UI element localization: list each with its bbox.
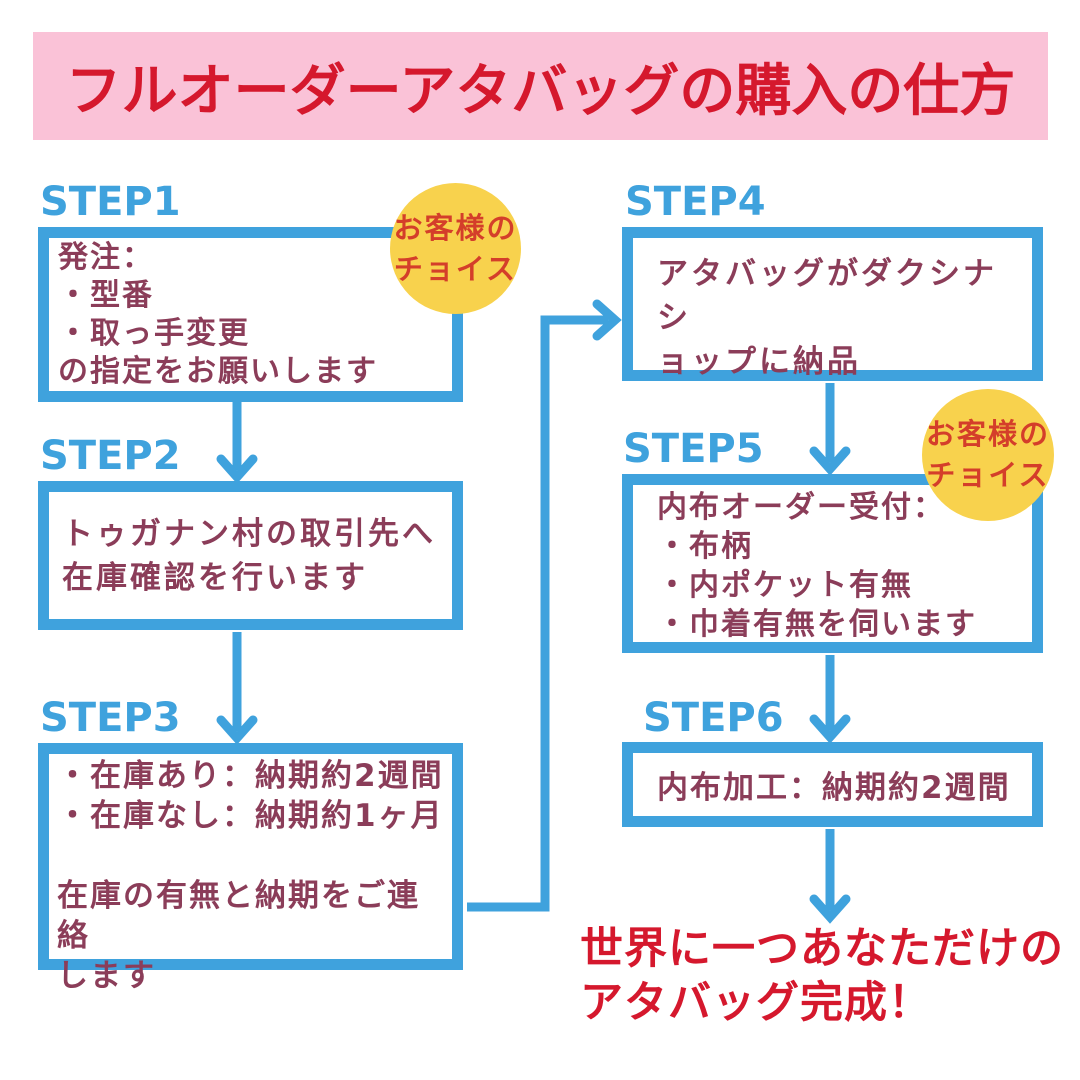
arrowhead-step2-step3 (216, 715, 258, 745)
step4-box: アタバッグがダクシナシ ョップに納品 (622, 227, 1043, 381)
page-title: フルオーダーアタバッグの購入の仕方 (65, 58, 1016, 124)
completion-line: アタバッグ完成！ (580, 978, 932, 1028)
arrow-step3-step4 (467, 315, 608, 912)
completion-line: 世界に一つあなただけの (580, 924, 1064, 974)
step3-text-line: 在庫の有無と納期をご連絡 (57, 878, 420, 954)
title-banner: フルオーダーアタバッグの購入の仕方 (33, 32, 1048, 140)
customer-choice-badge-step5: お客様の チョイス (922, 389, 1054, 521)
step3-box: ・在庫あり：納期約2週間 ・在庫なし：納期約1ヶ月 在庫の有無と納期をご連絡 し… (38, 743, 463, 994)
customer-choice-badge-step1: お客様の チョイス (390, 183, 521, 314)
step4-text-line: ョップに納品 (657, 344, 861, 380)
step1-text-line: 発注： (58, 240, 154, 275)
step3-text-line (57, 836, 448, 876)
step5-label: STEP5 (623, 426, 764, 472)
step5-text-line: ・布柄 (657, 529, 753, 564)
step3-text-line: ・在庫なし：納期約1ヶ月 (57, 798, 444, 834)
step6-box: 内布加工：納期約2週間 (622, 742, 1043, 827)
step2-box: トゥガナン村の取引先へ 在庫確認を行います (38, 481, 463, 630)
step1-label: STEP1 (40, 179, 181, 225)
arrowhead-step4-step5 (809, 446, 851, 476)
badge-text-line: お客様の (393, 210, 518, 245)
step1-text-line: の指定をお願いします (58, 354, 378, 389)
step2-text-line: トゥガナン村の取引先へ (62, 515, 436, 552)
completion-message: 世界に一つあなただけの アタバッグ完成！ (580, 922, 1064, 1030)
step3-text-line: します (57, 958, 156, 994)
badge-text-line: チョイス (926, 458, 1050, 492)
step5-text-line: ・巾着有無を伺います (657, 607, 977, 642)
step1-box: 発注： ・型番 ・取っ手変更 の指定をお願いします (38, 227, 463, 402)
step5-text-line: 内布オーダー受付： (657, 490, 945, 525)
badge-text-line: チョイス (393, 251, 518, 286)
arrowhead-step5-step6 (809, 714, 851, 744)
step3-text-line: ・在庫あり：納期約2週間 (57, 758, 444, 794)
step1-text-line: ・取っ手変更 (58, 316, 250, 351)
badge-text-line: お客様の (925, 417, 1050, 451)
step2-text-line: 在庫確認を行います (62, 559, 368, 596)
step4-text-line: アタバッグがダクシナシ (657, 256, 997, 336)
step2-label: STEP2 (40, 433, 181, 479)
arrowhead-step6-complete (809, 894, 851, 924)
step6-text-line: 内布加工：納期約2週間 (657, 770, 1011, 806)
step1-text-line: ・型番 (58, 278, 154, 313)
step6-label: STEP6 (643, 695, 784, 741)
step4-label: STEP4 (625, 179, 766, 225)
step5-text-line: ・内ポケット有無 (657, 568, 913, 603)
arrowhead-step1-step2 (216, 454, 258, 484)
step3-label: STEP3 (40, 695, 181, 741)
arrowhead-step3-step4 (592, 299, 622, 341)
